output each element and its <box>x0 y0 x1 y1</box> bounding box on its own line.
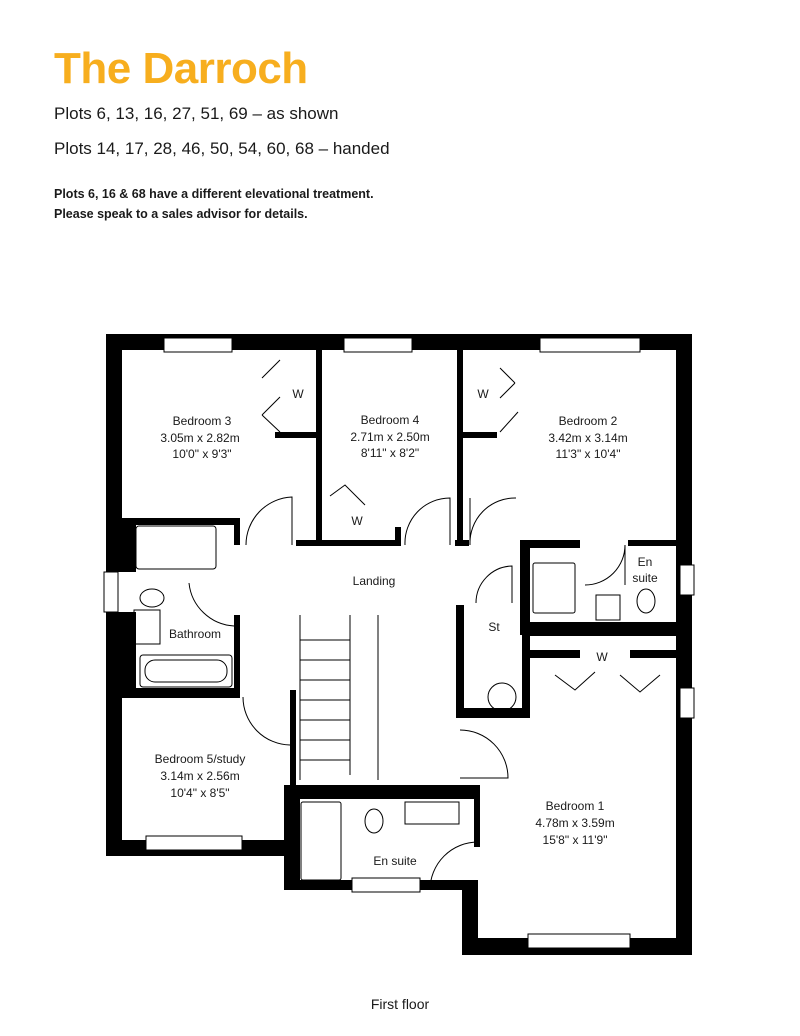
note-line-2: Please speak to a sales advisor for deta… <box>54 207 308 221</box>
bedroom4-name: Bedroom 4 <box>361 413 420 427</box>
plots-handed: Plots 14, 17, 28, 46, 50, 54, 60, 68 – h… <box>54 139 390 158</box>
ensuite1-label: En suite <box>373 854 417 868</box>
door-swings <box>188 359 661 891</box>
bedroom5-imperial: 10'4" x 8'5" <box>170 786 229 800</box>
bedroom3-imperial: 10'0" x 9'3" <box>172 447 231 461</box>
windows <box>103 337 695 949</box>
wardrobe-label-bed1: W <box>596 650 608 664</box>
landing-label: Landing <box>353 574 396 588</box>
fixtures <box>133 525 656 881</box>
bedroom1-imperial: 15'8" x 11'9" <box>543 833 608 847</box>
bedroom2-name: Bedroom 2 <box>559 414 618 428</box>
bedroom4-imperial: 8'11" x 8'2" <box>361 446 419 460</box>
ensuite2-label-1: En <box>638 555 653 569</box>
wardrobe-label-bed3: W <box>292 387 304 401</box>
bedroom2-imperial: 11'3" x 10'4" <box>556 447 621 461</box>
plots-as-shown: Plots 6, 13, 16, 27, 51, 69 – as shown <box>54 104 339 123</box>
bedroom5-name: Bedroom 5/study <box>155 752 246 766</box>
bedroom3-name: Bedroom 3 <box>173 414 232 428</box>
house-title: The Darroch <box>54 44 308 93</box>
elevation-note: Plots 6, 16 & 68 have a different elevat… <box>54 184 374 224</box>
floor-caption: First floor <box>370 996 430 1012</box>
bedroom4-metric: 2.71m x 2.50m <box>350 430 429 444</box>
bathroom-label: Bathroom <box>169 627 221 641</box>
note-line-1: Plots 6, 16 & 68 have a different elevat… <box>54 187 374 201</box>
store-label: St <box>488 620 500 634</box>
wardrobe-label-bed2: W <box>477 387 489 401</box>
bedroom1-metric: 4.78m x 3.59m <box>535 816 614 830</box>
ensuite2-label-2: suite <box>632 571 658 585</box>
bedroom1-name: Bedroom 1 <box>546 799 605 813</box>
bedroom3-metric: 3.05m x 2.82m <box>160 431 239 445</box>
bedroom5-metric: 3.14m x 2.56m <box>160 769 239 783</box>
wardrobe-label-bed4: W <box>351 514 363 528</box>
bedroom2-metric: 3.42m x 3.14m <box>548 431 627 445</box>
